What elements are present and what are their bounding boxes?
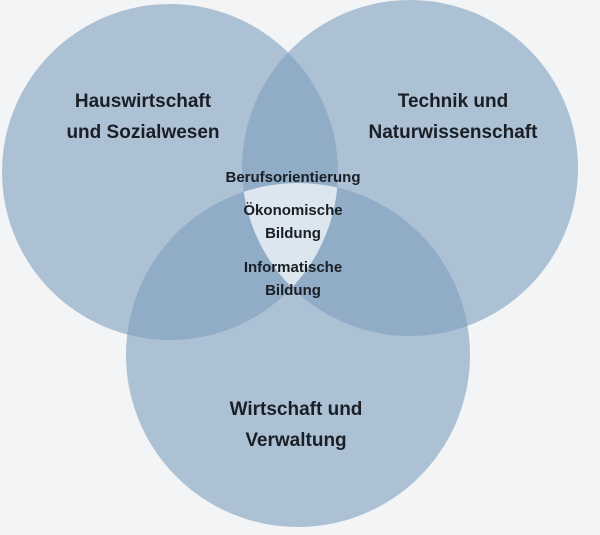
label-informatische-line2: Bildung: [265, 282, 321, 299]
label-technik-line1: Technik und: [398, 91, 508, 112]
label-informatische-line1: Informatische: [244, 259, 342, 276]
circle-wirtschaft: [126, 183, 470, 527]
label-hauswirtschaft-line1: Hauswirtschaft: [75, 91, 212, 112]
label-wirtschaft-line2: Verwaltung: [245, 430, 346, 451]
label-oekonomische-line2: Bildung: [265, 225, 321, 242]
label-wirtschaft-line1: Wirtschaft und: [230, 399, 363, 420]
label-berufsorientierung: Berufsorientierung: [225, 169, 360, 186]
label-hauswirtschaft-line2: und Sozialwesen: [66, 122, 219, 143]
label-oekonomische-line1: Ökonomische: [243, 202, 342, 219]
label-technik-line2: Naturwissenschaft: [369, 122, 539, 143]
